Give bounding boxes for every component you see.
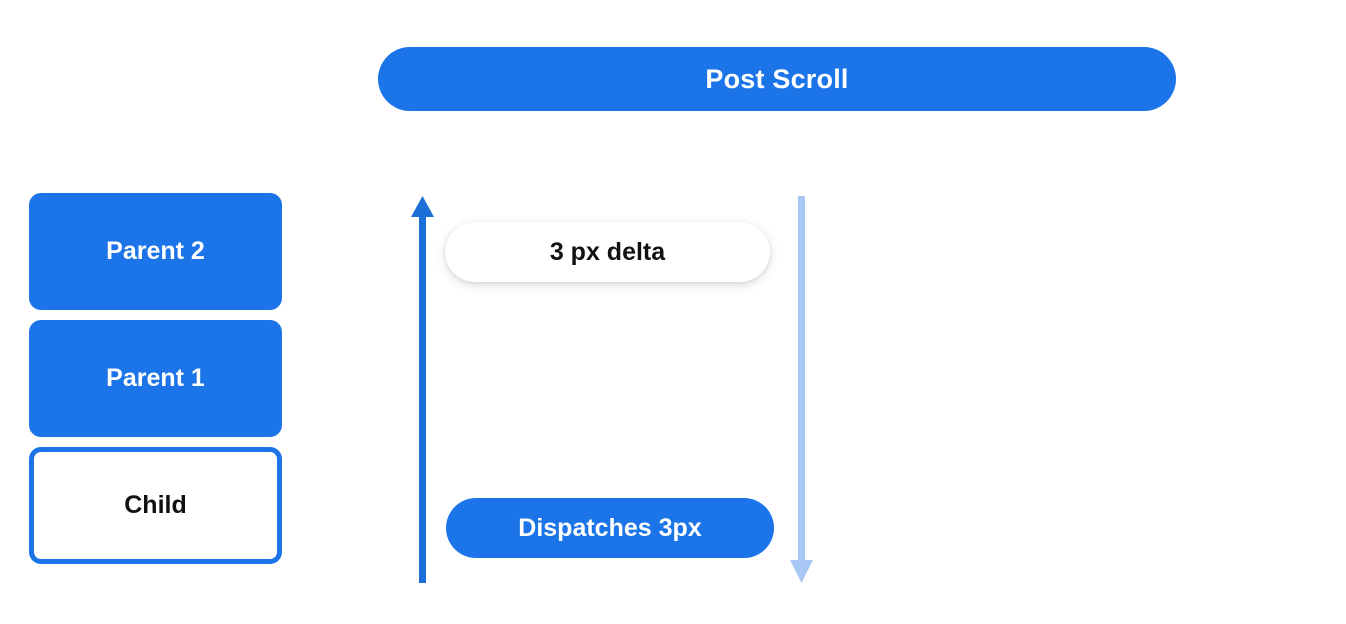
- stack-box-child-label: Child: [124, 491, 187, 519]
- stack-box-parent-2: Parent 2: [29, 193, 282, 310]
- scroll-up-arrow-icon: [411, 196, 434, 583]
- stack-box-parent-1: Parent 1: [29, 320, 282, 437]
- post-scroll-header-pill: Post Scroll: [378, 47, 1176, 111]
- stack-box-parent-2-label: Parent 2: [106, 237, 205, 265]
- scroll-down-arrow-icon: [790, 196, 813, 583]
- element-stack: Parent 2 Parent 1 Child: [29, 193, 282, 564]
- stack-box-parent-1-label: Parent 1: [106, 364, 205, 392]
- delta-annotation-label: 3 px delta: [549, 237, 666, 266]
- delta-annotation-pill: 3 px delta: [445, 222, 770, 282]
- dispatch-annotation-label: Dispatches 3px: [518, 513, 702, 542]
- post-scroll-header-label: Post Scroll: [705, 63, 849, 94]
- dispatch-annotation-pill: Dispatches 3px: [446, 498, 774, 558]
- stack-box-child: Child: [29, 447, 282, 564]
